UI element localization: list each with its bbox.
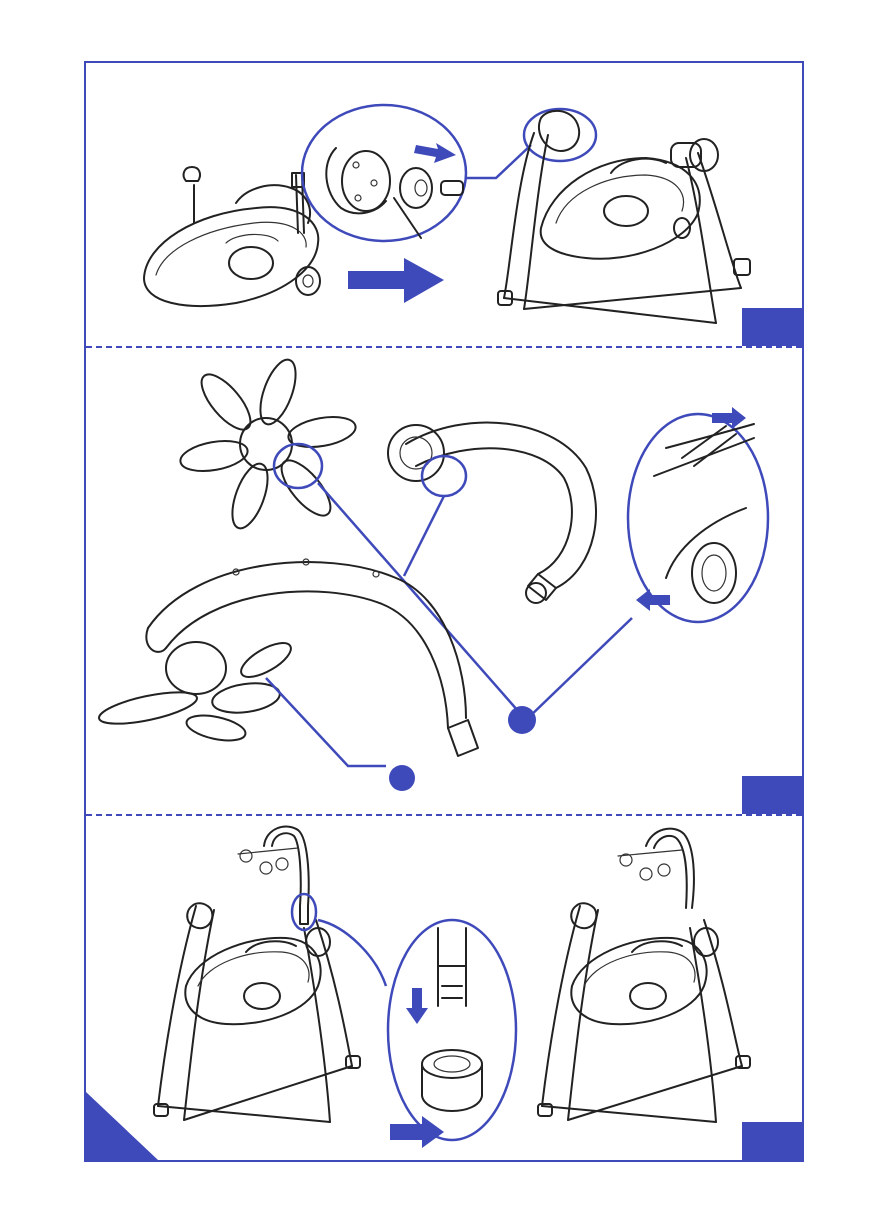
step-marker-b bbox=[508, 706, 536, 734]
assembled-arch-illustration bbox=[97, 559, 478, 756]
arch-clip-callout bbox=[422, 456, 466, 496]
panel-1-illustration bbox=[86, 63, 802, 347]
connector-detail bbox=[326, 148, 463, 238]
post-insert-detail-callout bbox=[388, 920, 516, 1140]
toy-arch-illustration bbox=[388, 422, 596, 603]
seat-unit-illustration bbox=[144, 167, 320, 306]
corner-triangle-marker bbox=[86, 1092, 158, 1160]
insert-down-arrow bbox=[406, 988, 428, 1024]
swing-before-illustration bbox=[154, 827, 360, 1122]
panel-2-illustration bbox=[86, 348, 802, 814]
panel-1-target-circle bbox=[524, 109, 596, 161]
step-marker-a bbox=[389, 765, 415, 791]
panel-1-step-tab bbox=[742, 308, 802, 346]
post-insert-detail bbox=[422, 928, 482, 1111]
flower-toy-illustration bbox=[178, 355, 358, 532]
assembled-swing-illustration bbox=[498, 111, 750, 323]
swing-after-illustration bbox=[538, 829, 750, 1122]
latch-arrow-left bbox=[636, 589, 670, 611]
panel-3-step-tab bbox=[742, 1122, 802, 1160]
connector-push-arrow bbox=[414, 143, 456, 163]
latch-detail bbox=[654, 424, 754, 603]
panel-3-illustration bbox=[86, 816, 802, 1160]
panel-1-direction-arrow bbox=[348, 258, 444, 303]
panel-2-step-tab bbox=[742, 776, 802, 814]
